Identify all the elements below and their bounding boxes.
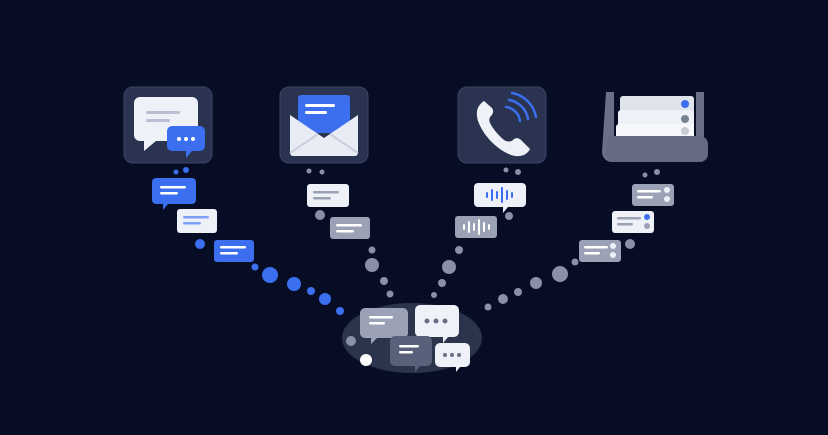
phone-trail-voice-message-2 xyxy=(455,216,497,238)
tray-trail-card-2 xyxy=(612,211,654,233)
tray-trail-card-3 xyxy=(579,240,621,262)
chat-trail-message-1 xyxy=(152,178,196,210)
email-trail-message-2 xyxy=(330,217,370,239)
email-trail-message-1 xyxy=(307,184,349,207)
audio-wave-icon xyxy=(463,219,490,235)
email-channel-tile xyxy=(279,86,369,164)
conversation-hub xyxy=(342,303,482,373)
tray-trail xyxy=(484,169,660,311)
hub-dot xyxy=(360,354,372,366)
hub-message-3 xyxy=(390,336,432,372)
envelope-icon xyxy=(289,95,359,156)
phone-trail xyxy=(431,167,521,298)
phone-trail-voice-message-1 xyxy=(474,183,526,213)
chat-trail-message-3 xyxy=(214,240,254,262)
chat-trail xyxy=(173,167,344,315)
tray-channel-tile xyxy=(602,92,708,162)
chat-channel-tile xyxy=(123,86,213,164)
phone-channel-tile xyxy=(457,86,547,164)
email-trail xyxy=(306,168,394,298)
phone-icon xyxy=(476,91,538,157)
chat-bubbles-icon xyxy=(134,97,205,158)
tray-icon xyxy=(602,92,708,162)
hub-message-2 xyxy=(415,305,459,343)
hub-message-4 xyxy=(435,343,470,372)
audio-wave-icon xyxy=(486,187,513,203)
hub-message-1 xyxy=(360,308,408,344)
tray-trail-card-1 xyxy=(632,184,674,206)
chat-trail-message-2 xyxy=(177,209,217,233)
